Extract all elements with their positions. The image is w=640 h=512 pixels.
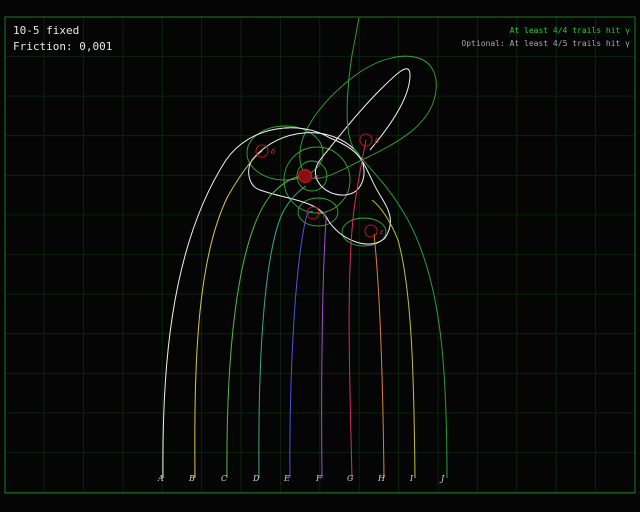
peg-beta[interactable] (359, 133, 373, 147)
lane-label-B: B (188, 474, 195, 483)
peg-epsilon-label: ε (380, 228, 384, 236)
trail-D (258, 185, 307, 479)
level-name: 10-5 fixed (13, 24, 80, 37)
pegs: δ α β γ ε (255, 133, 384, 238)
trail-A (162, 68, 411, 479)
peg-alpha-label: α (314, 173, 319, 181)
lane-label-D: D (252, 474, 260, 483)
peg-delta[interactable] (255, 144, 269, 158)
lane-label-A: A (157, 474, 164, 483)
trail-J (346, 17, 448, 479)
lane-label-F: F (315, 474, 322, 483)
loop-center-outer (283, 146, 351, 214)
loop-left (246, 125, 324, 181)
loop-low-left (297, 197, 339, 227)
lane-label-J: J (439, 474, 445, 483)
peg-delta-label: δ (271, 148, 275, 156)
lane-label-H: H (377, 474, 386, 483)
lane-labels: A B C D E F G H I J (157, 474, 445, 483)
playfield-frame (4, 16, 636, 494)
trail-I (371, 199, 416, 479)
loop-low-right (341, 217, 387, 247)
peg-alpha[interactable] (298, 169, 312, 183)
peg-beta-label: β (374, 137, 379, 145)
trail-C (226, 175, 307, 479)
trails (162, 17, 448, 479)
peg-epsilon[interactable] (364, 224, 378, 238)
peg-gamma-label: γ (322, 210, 327, 218)
lane-label-G: G (347, 474, 354, 483)
grid (5, 17, 636, 493)
trail-H (373, 233, 385, 479)
loops (246, 55, 437, 247)
optional-goal-text: Optional: At least 4/5 trails hit γ (461, 39, 630, 48)
trail-G (348, 139, 367, 479)
goal-text: At least 4/4 trails hit γ (509, 26, 630, 35)
lane-label-I: I (409, 474, 414, 483)
lane-label-E: E (283, 474, 290, 483)
lane-label-C: C (221, 474, 227, 483)
trail-F (317, 212, 327, 479)
friction-readout: Friction: 0,001 (13, 40, 113, 53)
peg-gamma[interactable] (306, 206, 320, 220)
trail-E (289, 210, 314, 479)
trail-B (194, 150, 263, 479)
loop-center-inner (296, 160, 328, 192)
